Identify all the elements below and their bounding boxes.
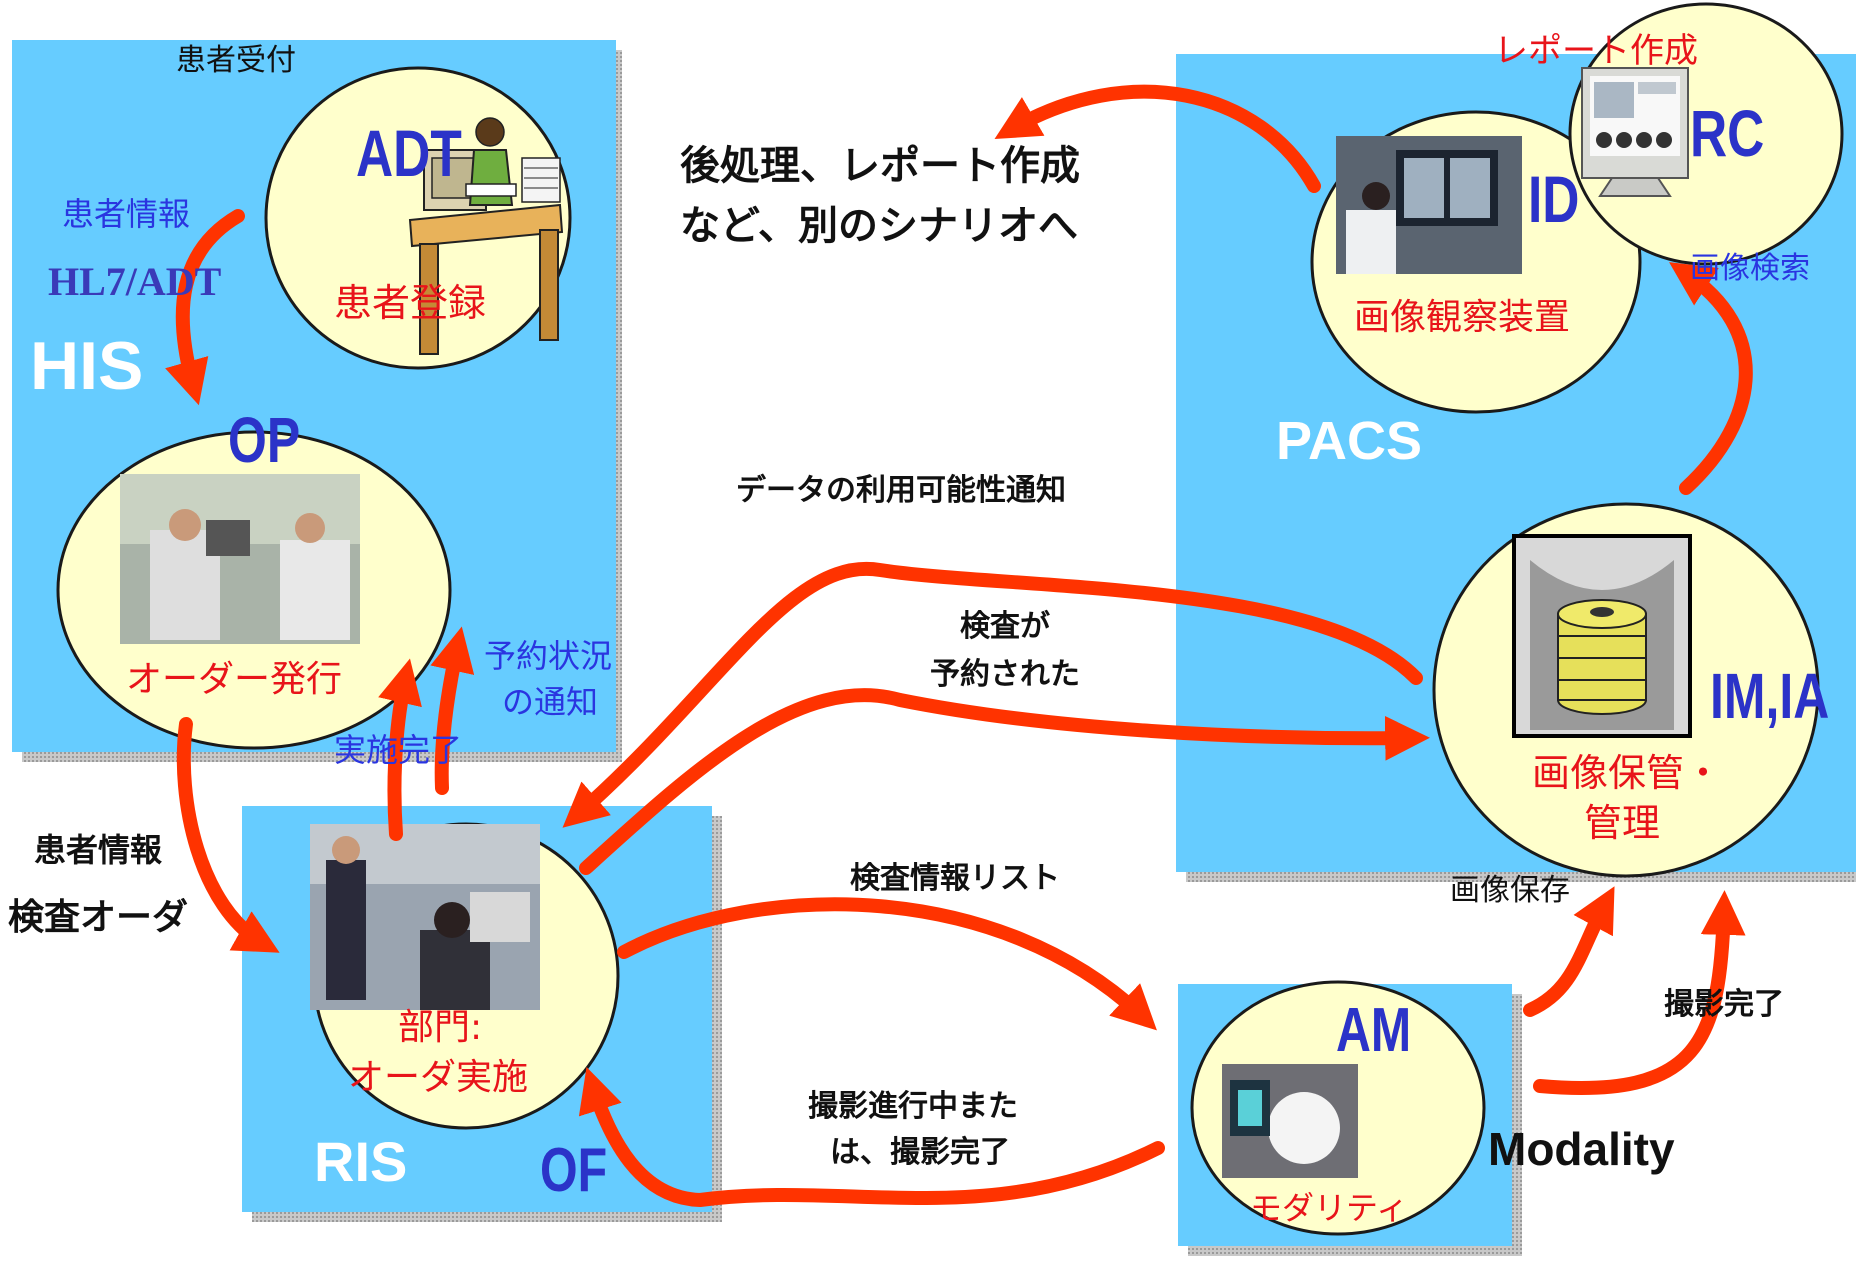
arrow-am-to-of-progress bbox=[578, 1066, 1165, 1208]
modality-label: Modality bbox=[1488, 1123, 1675, 1175]
postprocess-label-line1: 後処理、レポート作成 bbox=[680, 143, 1080, 189]
of-role-line1: 部門: bbox=[398, 1007, 483, 1048]
arrow-am-to-imia-store bbox=[1523, 886, 1615, 1017]
op-code: OP bbox=[228, 404, 301, 476]
patient-reception-label: 患者受付 bbox=[176, 43, 296, 78]
patient-info-left-label: 患者情報 bbox=[34, 831, 163, 869]
arrow-adt-to-op bbox=[165, 209, 245, 406]
arrow-id-to-postprocess bbox=[994, 84, 1321, 193]
arrow-of-to-imia-scheduled bbox=[579, 688, 1430, 875]
rc-code: RC bbox=[1690, 96, 1765, 170]
report-workstation-illustration bbox=[1581, 67, 1689, 197]
arrow-op-to-of bbox=[176, 717, 280, 953]
adt-code: ADT bbox=[356, 116, 462, 190]
id-code: ID bbox=[1528, 162, 1580, 236]
arrow-am-to-imia-complete bbox=[1533, 890, 1746, 1095]
reservation-label-line1: 予約状況 bbox=[484, 637, 613, 675]
arrow-of-to-op-reservation bbox=[430, 626, 475, 795]
his-label: HIS bbox=[30, 328, 144, 404]
adt-role: 患者登録 bbox=[334, 281, 487, 325]
office-desk-illustration bbox=[408, 117, 564, 355]
arrow-of-to-op-complete bbox=[378, 658, 422, 841]
patient-info-his-label: 患者情報 bbox=[62, 195, 191, 233]
am-role: モダリティ bbox=[1250, 1189, 1409, 1227]
arrow-imia-to-id-query bbox=[1669, 262, 1753, 495]
worklist-label: 検査情報リスト bbox=[850, 861, 1060, 896]
image-query-label: 画像検索 bbox=[1690, 251, 1810, 286]
progress-label-line2: は、撮影完了 bbox=[830, 1135, 1010, 1170]
postprocess-label-line2: など、別のシナリオへ bbox=[680, 203, 1078, 249]
hl7-adt-label: HL7/ADT bbox=[48, 259, 222, 304]
image-viewer-photo bbox=[1336, 136, 1522, 274]
imia-code: IM,IA bbox=[1710, 660, 1830, 732]
imia-role-line1: 画像保管・ bbox=[1532, 751, 1723, 795]
rc-role: レポート作成 bbox=[1494, 31, 1698, 71]
scheduled-label-line1: 検査が bbox=[960, 609, 1050, 644]
arrow-of-to-am-worklist bbox=[617, 897, 1157, 1031]
imia-role-line2: 管理 bbox=[1584, 801, 1661, 845]
availability-label: データの利用可能性通知 bbox=[736, 473, 1066, 508]
scheduled-label-line2: 予約された bbox=[930, 657, 1080, 692]
op-role: オーダー発行 bbox=[126, 659, 343, 700]
of-code: OF bbox=[540, 1136, 608, 1205]
consultation-photo bbox=[120, 474, 360, 644]
modality-photo bbox=[1222, 1064, 1358, 1178]
image-storage-illustration bbox=[1512, 534, 1692, 738]
arrow-imia-to-of-availability bbox=[562, 561, 1423, 828]
of-role-line2: オーダ実施 bbox=[348, 1057, 529, 1098]
am-code: AM bbox=[1336, 996, 1412, 1065]
id-role: 画像観察装置 bbox=[1354, 297, 1571, 338]
acquisition-complete-label: 撮影完了 bbox=[1664, 987, 1784, 1022]
exam-order-label: 検査オーダ bbox=[8, 897, 189, 938]
progress-label-line1: 撮影進行中また bbox=[808, 1089, 1018, 1124]
reception-photo bbox=[310, 824, 540, 1010]
pacs-label: PACS bbox=[1276, 411, 1423, 471]
reservation-label-line2: の通知 bbox=[502, 683, 599, 721]
ris-label: RIS bbox=[314, 1130, 408, 1193]
procedure-complete-label: 実施完了 bbox=[334, 731, 463, 769]
image-store-label: 画像保存 bbox=[1450, 873, 1570, 908]
